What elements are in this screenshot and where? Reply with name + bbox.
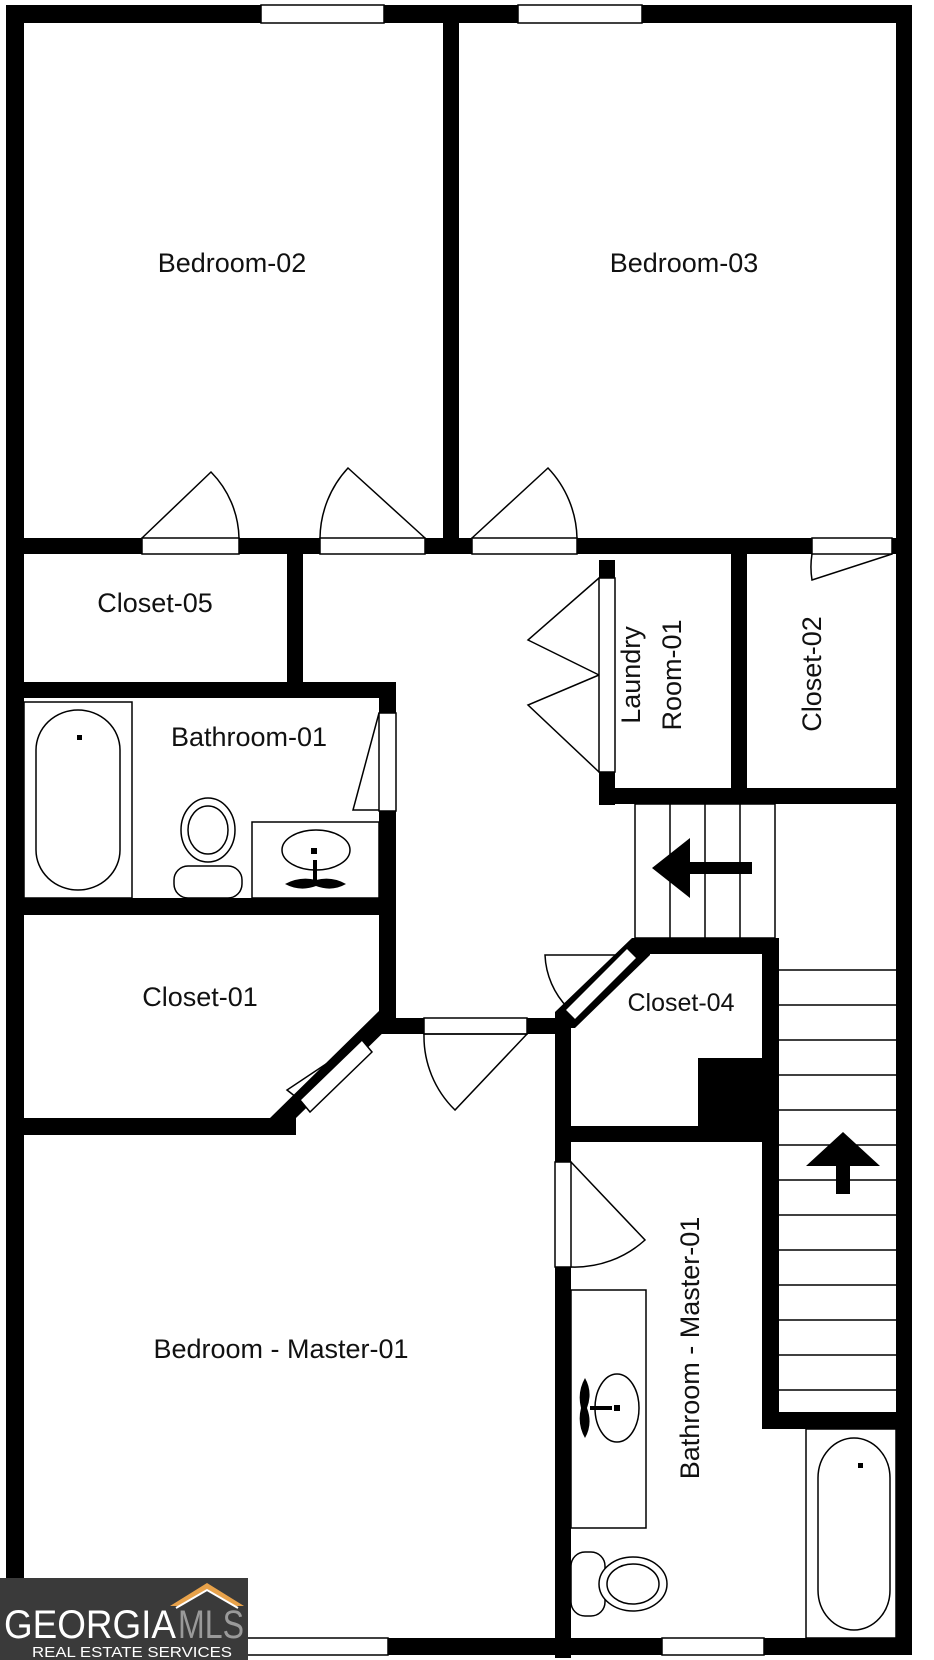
stair-arrow-up-icon: [806, 1132, 880, 1194]
door-leaf-closet01: [298, 1038, 374, 1114]
toilet-masterbath-seat: [606, 1563, 660, 1605]
bathtub-masterbath-inner: [817, 1437, 891, 1631]
door-master-opening: [423, 1017, 528, 1035]
wall-outer-right: [896, 5, 912, 1655]
door-swing-master: [423, 1033, 529, 1112]
faucet-masterbath: [614, 1405, 620, 1411]
logo-brand-b: MLS: [178, 1603, 244, 1647]
door-swing-bedroom02: [319, 466, 426, 539]
door-bedroom02-opening: [319, 537, 426, 555]
wall-closet04-left: [555, 1018, 571, 1658]
door-swing-masterbath: [570, 1161, 647, 1268]
wall-stair-top: [632, 938, 779, 954]
door-closet02-opening: [811, 537, 893, 555]
door-swing-closet05: [141, 470, 240, 539]
door-closet05-opening: [141, 537, 240, 555]
wall-stair-bottom: [762, 1412, 912, 1429]
logo-brand-a: GEORGIA: [4, 1603, 176, 1647]
door-swing-laundry-bottom: [526, 674, 600, 773]
walls: [6, 5, 912, 1658]
logo-tagline: REAL ESTATE SERVICES: [32, 1644, 232, 1660]
wall-closet01-diagonal: [270, 1010, 396, 1118]
fixture-details: [77, 735, 863, 1468]
door-masterbath-opening: [554, 1161, 572, 1268]
wall-closet04-bottom: [555, 1126, 779, 1142]
brand-logo: GEORGIA MLS REAL ESTATE SERVICES: [0, 1578, 248, 1660]
faucet-bath01: [311, 848, 317, 854]
stair-arrow-left-icon: [652, 838, 752, 898]
wall-stair-left: [762, 938, 779, 1428]
wall-outer-left: [6, 5, 24, 1655]
drain-bath01: [77, 735, 82, 740]
label-laundry-line2: Room-01: [657, 619, 687, 730]
drain-masterbath: [858, 1463, 863, 1468]
door-swing-bedroom03: [471, 466, 578, 539]
label-closet-01: Closet-01: [142, 982, 258, 1012]
wall-bath01-bottom: [6, 898, 396, 915]
room-labels: Bedroom-02 Bedroom-03 Closet-05 Laundry …: [97, 248, 827, 1479]
wall-bedroom-divider: [443, 5, 459, 550]
stairs-lower: [779, 969, 896, 1391]
wall-closet01-bottom: [6, 1118, 296, 1135]
door-bath01-opening: [378, 712, 397, 812]
logo-background: [0, 1578, 248, 1660]
logo-roof-icon: [170, 1583, 244, 1606]
door-swing-closet02: [810, 553, 893, 581]
closet04-shelf-block: [698, 1058, 764, 1128]
wall-closet05-right: [287, 538, 303, 690]
label-closet-04: Closet-04: [628, 989, 735, 1017]
label-closet-05: Closet-05: [97, 588, 213, 618]
label-laundry-line1: Laundry: [616, 626, 646, 724]
door-swing-bath01: [352, 712, 380, 811]
toilet-bath01-tank: [173, 865, 243, 899]
window-bedroom03: [517, 4, 643, 24]
wall-bath01-top: [6, 682, 396, 698]
toilet-bath01-seat: [187, 805, 229, 855]
label-bedroom-02: Bedroom-02: [158, 248, 307, 278]
label-closet-02: Closet-02: [797, 616, 827, 732]
doors: [141, 537, 893, 1268]
door-swing-laundry-top: [526, 577, 600, 676]
window-master: [244, 1637, 389, 1656]
bathtub-bath01-inner: [35, 709, 121, 891]
windows: [244, 4, 765, 1656]
door-laundry-opening: [598, 577, 616, 773]
door-swings: [141, 466, 893, 1268]
door-leaf-closet04: [563, 946, 639, 1022]
label-bedroom-03: Bedroom-03: [610, 248, 759, 278]
label-bedroom-master: Bedroom - Master-01: [153, 1334, 408, 1364]
door-bedroom03-opening: [471, 537, 578, 555]
label-bathroom-01: Bathroom-01: [171, 722, 327, 752]
wall-laundry-right: [731, 554, 747, 799]
window-bedroom02: [260, 4, 385, 24]
door-leaves: [298, 946, 639, 1114]
door-swing-closet04: [544, 954, 620, 1009]
label-bathroom-master: Bathroom - Master-01: [675, 1217, 705, 1480]
wall-laundry-bottom: [599, 788, 912, 804]
window-master-bath: [661, 1637, 765, 1656]
